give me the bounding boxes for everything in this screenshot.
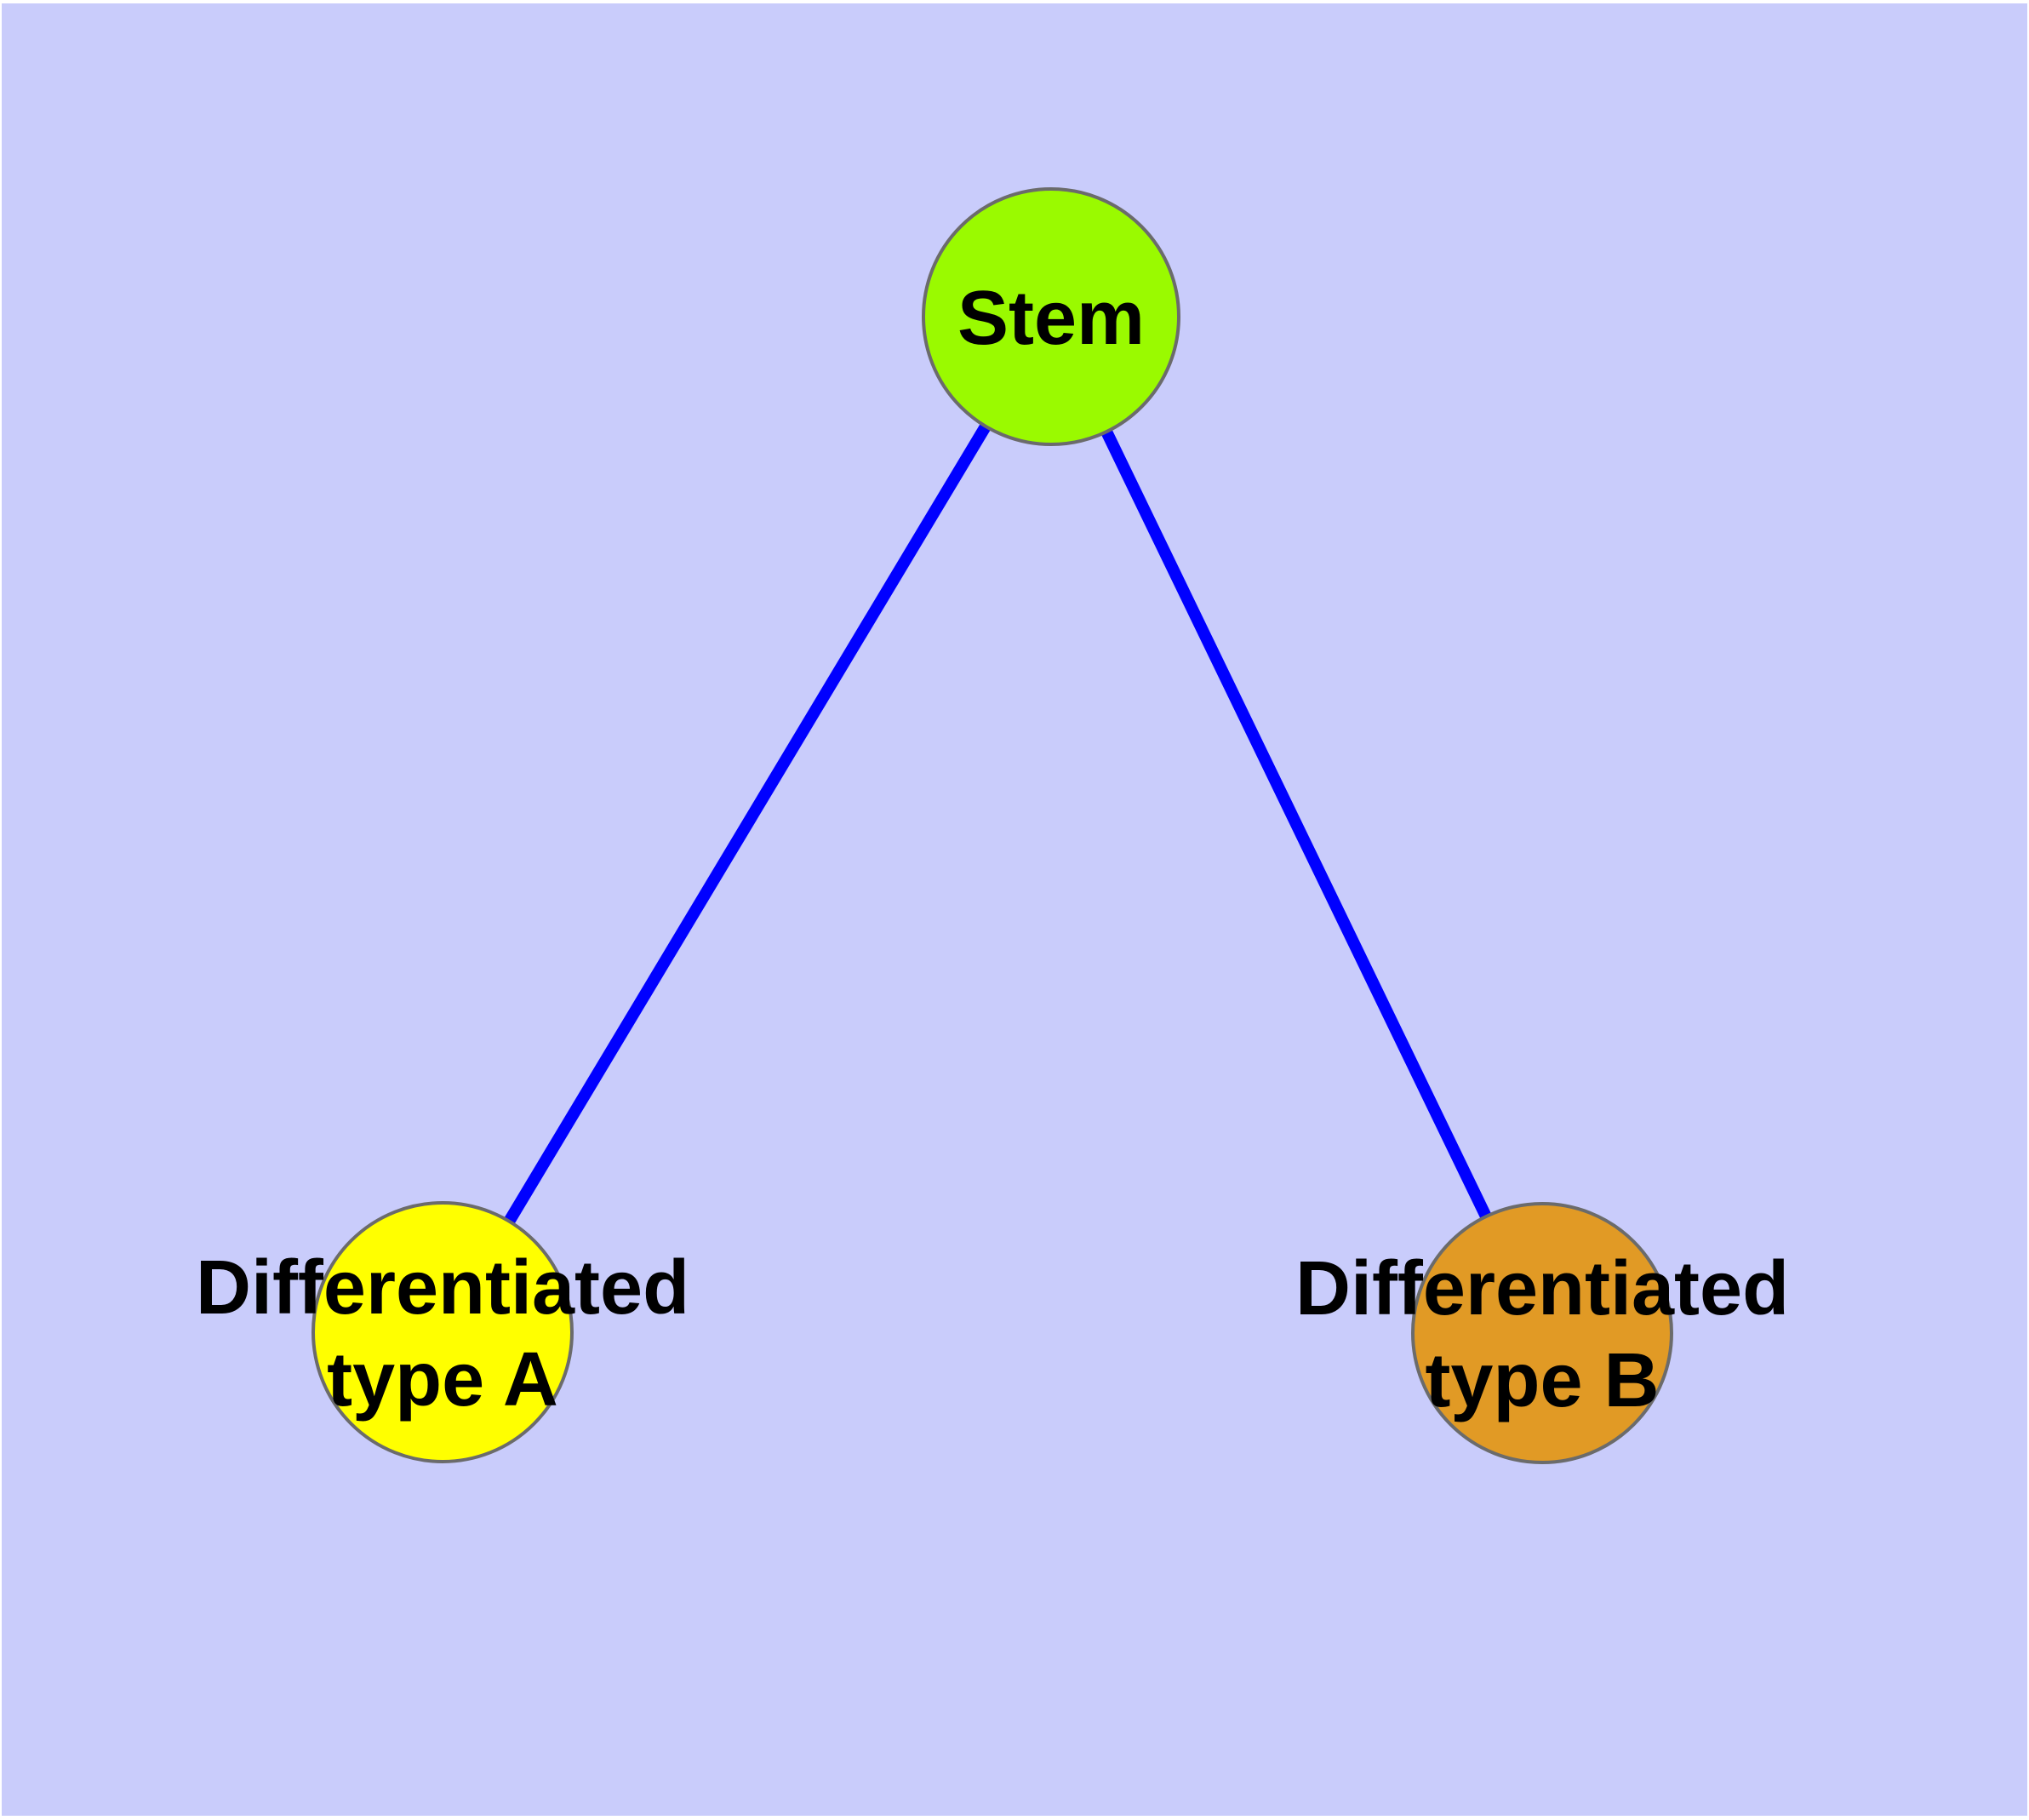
edge-stem-to-type-b xyxy=(1100,428,1492,1220)
edge-stem-to-type-a xyxy=(503,423,992,1225)
node-stem-label: Stem xyxy=(957,276,1146,361)
node-stem-circle xyxy=(922,187,1180,446)
node-type-b-label: Differentiated type B xyxy=(1295,1246,1790,1423)
node-type-a-label: Differentiated type A xyxy=(195,1245,690,1422)
node-type-a-circle xyxy=(311,1201,574,1463)
node-type-b-circle xyxy=(1411,1202,1673,1464)
